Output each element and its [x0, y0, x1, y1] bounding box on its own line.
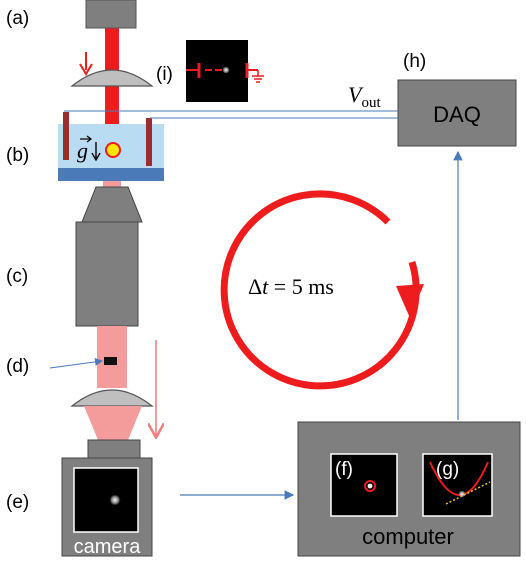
- cycle-arrowhead: [396, 284, 424, 318]
- camera-image: [73, 467, 139, 533]
- label-c: (c): [6, 266, 28, 287]
- daq-label: DAQ: [433, 102, 481, 127]
- label-d-pointer: [49, 357, 103, 369]
- upper-lens: [70, 69, 154, 87]
- laser-direction-arrowhead: [79, 63, 93, 76]
- label-i: (i): [156, 64, 173, 85]
- electrode-right: [146, 118, 152, 166]
- beam-block: [104, 357, 117, 365]
- sample-cell-base: [58, 168, 164, 181]
- gravity-symbol: g: [77, 138, 88, 163]
- lower-lens: [70, 389, 154, 407]
- computer-label: computer: [362, 524, 454, 549]
- electrode-left: [63, 112, 69, 160]
- laser-beam-below-cell: [103, 181, 121, 189]
- image-panel-f: [330, 453, 398, 517]
- trapped-particle: [105, 142, 121, 158]
- label-g: (g): [436, 459, 459, 480]
- camera-mount: [87, 439, 141, 459]
- label-h: (h): [403, 51, 426, 72]
- laser-source-box: [85, 0, 137, 29]
- cycle-time-label: Δt = 5 ms: [248, 274, 334, 299]
- particle-g: [458, 490, 466, 498]
- tracked-particle-f-core: [367, 483, 373, 489]
- ground-icon: [252, 70, 264, 83]
- camera-image-spot: [109, 494, 121, 506]
- vout-label: Vout: [348, 82, 381, 111]
- force-line: [445, 481, 491, 505]
- cycle-arrow-circle: [220, 190, 420, 390]
- image-panel-g: [422, 453, 493, 517]
- gravity-vector-head: [86, 135, 92, 143]
- label-d: (d): [6, 356, 29, 377]
- laser-beam-to-camera: [84, 406, 142, 440]
- camera-label: camera: [74, 536, 142, 558]
- objective-cap: [81, 186, 143, 223]
- inset-particle: [222, 66, 230, 74]
- label-f: (f): [335, 459, 353, 480]
- tracked-particle-f: [364, 480, 376, 492]
- label-b: (b): [6, 145, 29, 166]
- objective-body: [75, 221, 139, 327]
- gravity-arrowhead: [91, 152, 101, 162]
- daq-box: [397, 79, 517, 147]
- label-a: (a): [6, 8, 29, 29]
- label-e: (e): [6, 492, 29, 513]
